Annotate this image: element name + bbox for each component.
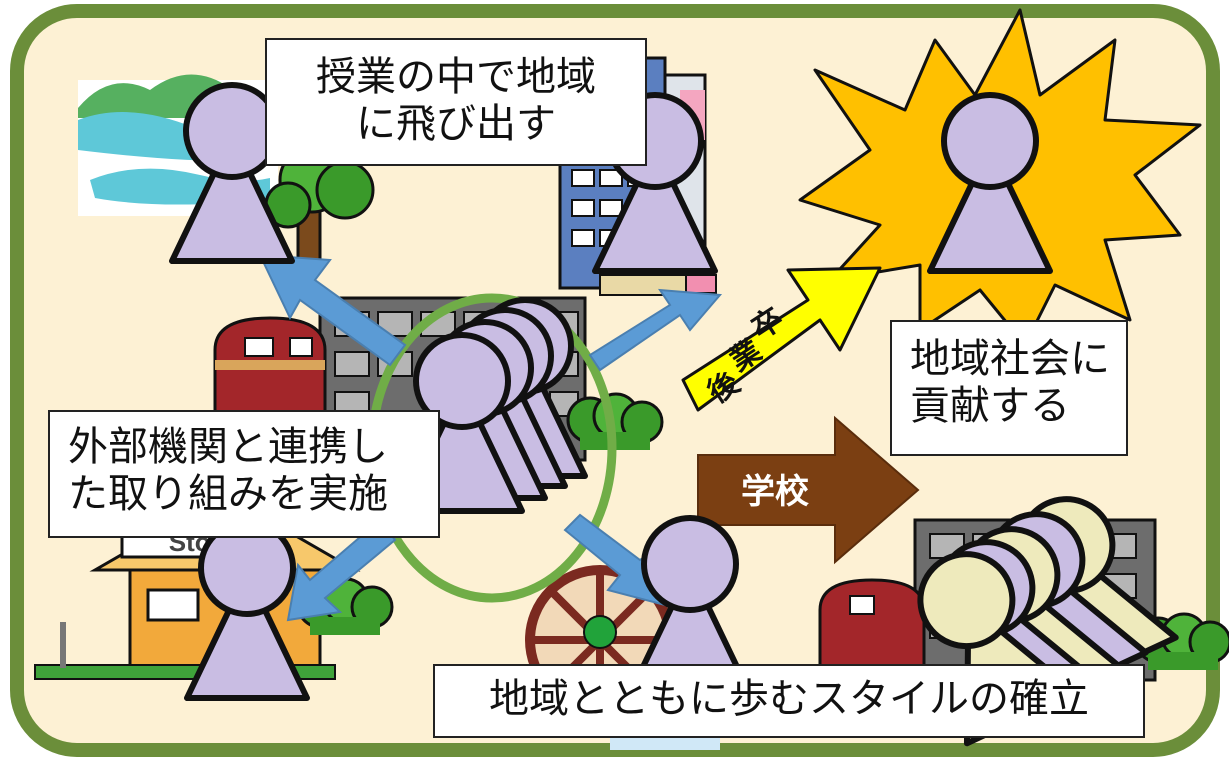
label-in-class-line-2: に飛び出す — [356, 101, 556, 148]
label-style-text: 地域とともに歩むスタイルの確立 — [489, 676, 1089, 722]
label-contribute: 地域社会に 貢献する — [890, 320, 1128, 456]
blue-arrows — [258, 253, 723, 622]
label-external-line-1: 外部機関と連携し — [68, 424, 388, 470]
label-external-line-2: た取り組みを実施 — [68, 471, 388, 518]
arrow-down-left — [286, 518, 397, 622]
label-contribute-line-2: 貢献する — [910, 383, 1070, 430]
label-contribute-line-1: 地域社会に — [910, 336, 1110, 382]
label-in-class-line-1: 授業の中で地域 — [316, 54, 596, 100]
label-external: 外部機関と連携し た取り組みを実施 — [48, 410, 440, 538]
label-style: 地域とともに歩むスタイルの確立 — [433, 664, 1145, 738]
arrow-up-left — [258, 253, 407, 367]
school-arrow: 学校 — [697, 415, 920, 565]
arrow-up-right — [588, 288, 723, 372]
label-in-class: 授業の中で地域 に飛び出す — [265, 38, 647, 166]
school-arrow-label: 学校 — [741, 472, 809, 512]
